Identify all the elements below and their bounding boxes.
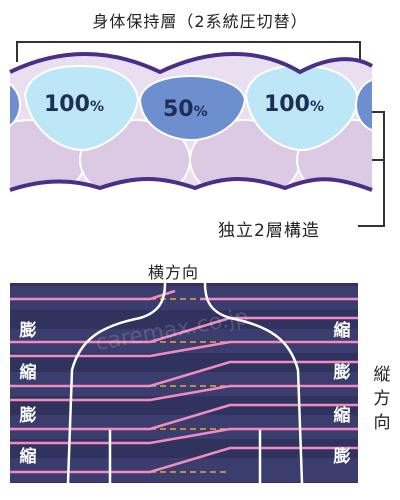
left-row-label: 膨 [19,321,37,341]
left-row-label: 縮 [19,363,37,383]
cell-label-100-left: 100% [44,92,104,117]
structure-label: 独立2層構造 [218,221,320,241]
right-row-label: 縮 [333,321,351,341]
upper-cell-edge [10,76,21,134]
upper-cell-edge [355,78,372,132]
upper-cell-50 [138,74,247,142]
structure-leader [358,111,385,227]
cell-label-100-right: 100% [264,92,324,117]
body-panel [10,282,358,484]
vertical-direction-char: 向 [373,413,391,433]
caption-bracket [16,41,361,62]
body-outline [66,282,167,484]
right-row-label: 膨 [333,363,351,383]
cell-label-50: 50% [163,97,208,122]
vertical-direction-char: 縦 [373,365,391,385]
left-row-label: 縮 [19,447,37,467]
right-row-label: 縮 [333,406,351,426]
top-caption: 身体保持層（2系統圧切替） [92,12,308,31]
horizontal-direction-label: 横方向 [148,263,200,282]
vertical-direction-char: 方 [373,389,391,409]
left-row-label: 膨 [19,406,37,426]
upper-cell-100-left [23,64,140,152]
right-row-label: 膨 [333,447,351,467]
